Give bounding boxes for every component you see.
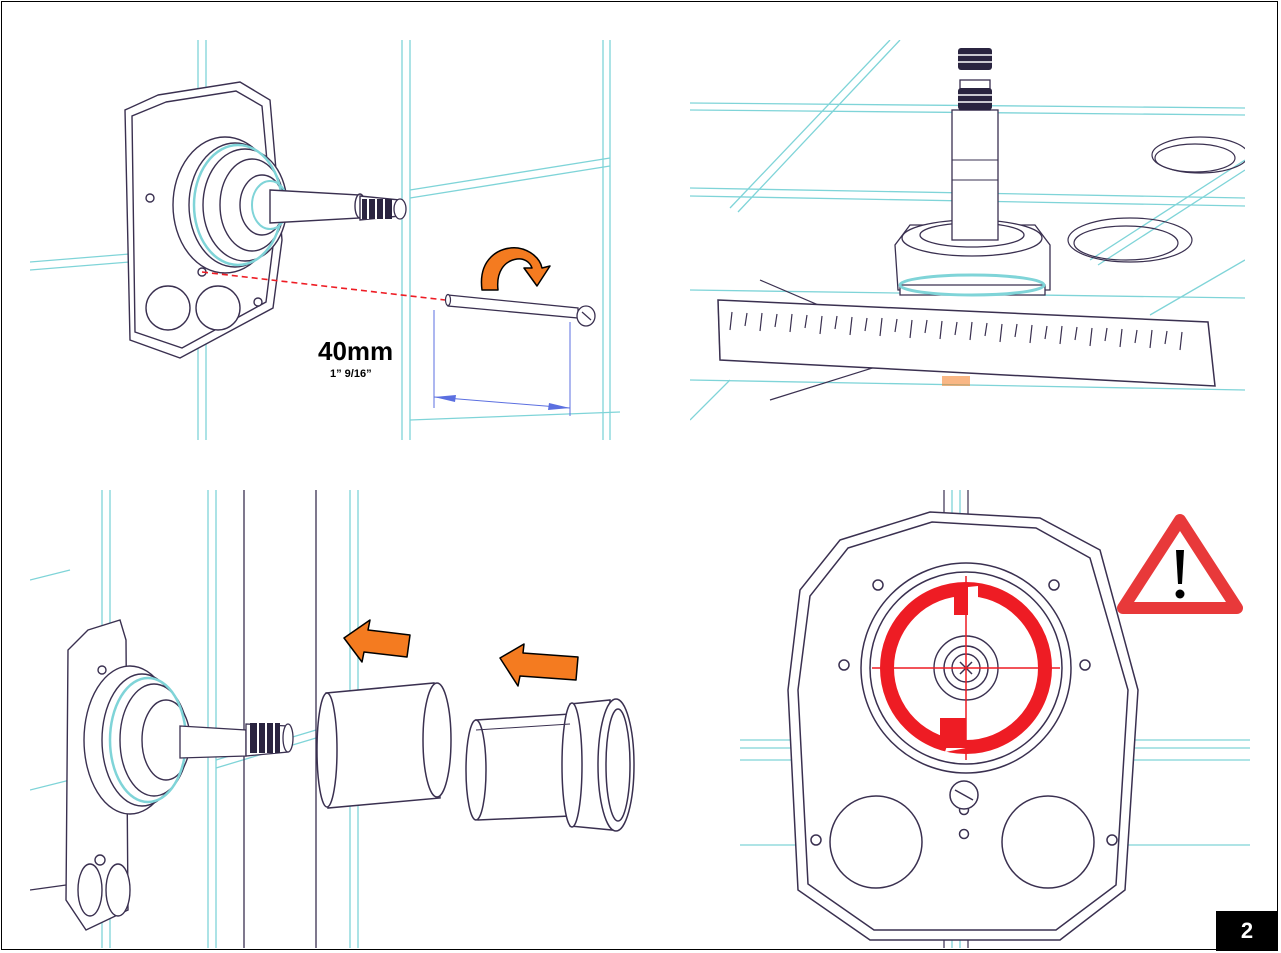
arrow-left-icon bbox=[343, 619, 411, 663]
page-number-badge: 2 bbox=[1216, 911, 1278, 951]
step-4-alignment-illustration bbox=[740, 490, 1250, 948]
step-1-pin-insertion-illustration bbox=[30, 40, 620, 440]
step-2-gauge-illustration bbox=[690, 40, 1245, 421]
arrow-left-icon bbox=[499, 643, 579, 687]
measurement-metric-label: 40mm bbox=[318, 336, 394, 366]
measurement-imperial-label: 1” 9/16” bbox=[330, 368, 372, 380]
step-3-sleeve-installation-illustration bbox=[30, 490, 635, 948]
curved-arrow-icon bbox=[480, 247, 551, 291]
warning-triangle-icon bbox=[1117, 514, 1243, 614]
